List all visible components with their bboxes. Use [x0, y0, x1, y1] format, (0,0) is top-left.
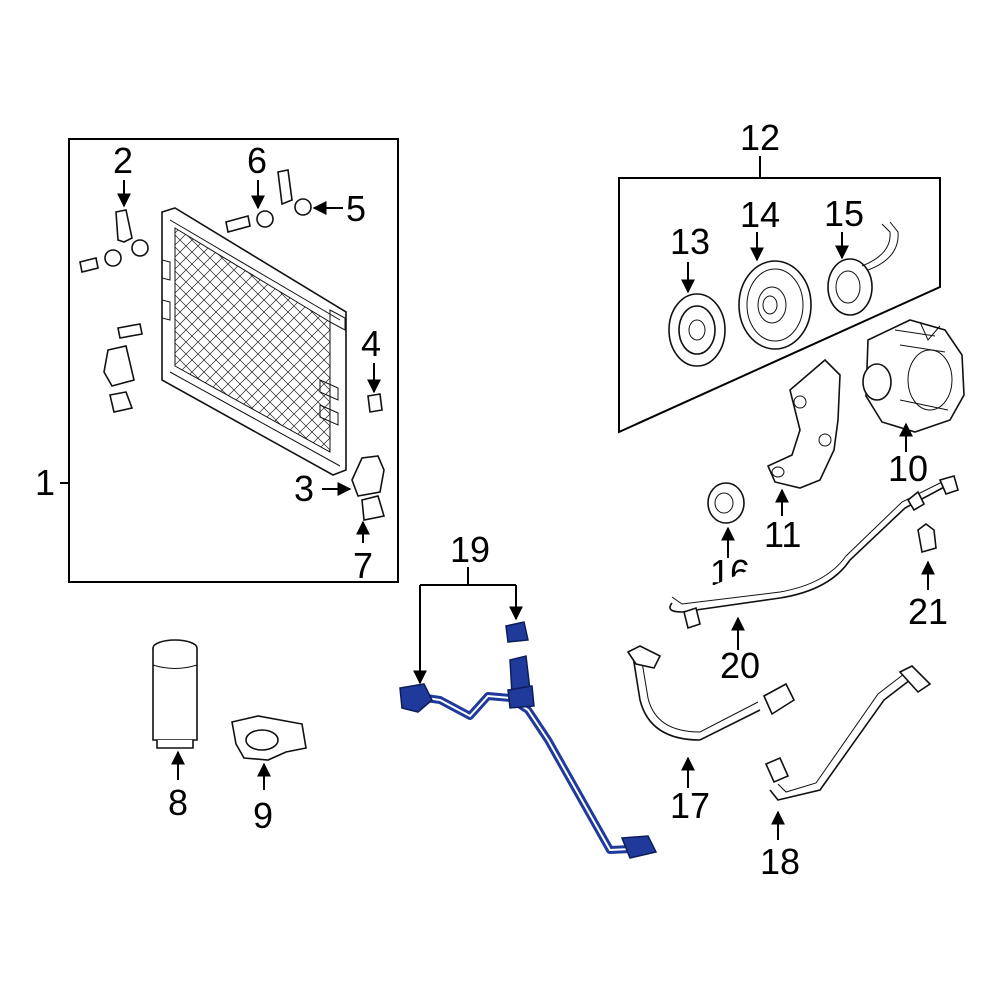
- callout-17: 17: [670, 785, 710, 826]
- callout-6: 6: [247, 140, 267, 181]
- callout-20: 20: [720, 645, 760, 686]
- bracket-part-top[interactable]: [277, 169, 293, 206]
- clutch-group-box: [618, 177, 941, 434]
- liquid-line-part[interactable]: [626, 645, 796, 741]
- callout-3: 3: [294, 468, 314, 509]
- clutch-group: 12 13 14 15: [618, 117, 941, 434]
- clutch-hub-part[interactable]: [668, 293, 726, 367]
- bracket-part-3[interactable]: [351, 455, 385, 497]
- callout-11: 11: [764, 514, 801, 555]
- bracket-part-2[interactable]: [115, 209, 133, 243]
- compressor-part[interactable]: [862, 319, 965, 433]
- drier-bracket-part[interactable]: [231, 715, 307, 761]
- receiver-drier-part[interactable]: [152, 639, 198, 749]
- callout-8: 8: [168, 782, 188, 823]
- callout-15: 15: [824, 193, 864, 234]
- clutch-pulley-part[interactable]: [738, 260, 812, 350]
- condenser-part[interactable]: [161, 207, 347, 476]
- callout-5: 5: [346, 188, 366, 229]
- callout-9: 9: [253, 795, 273, 836]
- liquid-hose-part[interactable]: [764, 665, 932, 801]
- callout-2: 2: [113, 140, 133, 181]
- cushion-part-5[interactable]: [294, 198, 312, 216]
- bolt-and-cushion-6[interactable]: [225, 210, 274, 233]
- callout-10: 10: [888, 448, 928, 489]
- condenser-group: 1 2 3 4 5 6 7: [35, 138, 399, 586]
- idler-pulley-part[interactable]: [707, 482, 745, 524]
- cushion-part-4[interactable]: [367, 393, 383, 413]
- callout-14: 14: [740, 194, 780, 235]
- callout-4: 4: [361, 323, 381, 364]
- bolt-left-lower[interactable]: [117, 323, 143, 339]
- callout-21: 21: [908, 591, 948, 632]
- callout-19: 19: [450, 529, 490, 570]
- callout-18: 18: [760, 841, 800, 882]
- compressor-bracket-part[interactable]: [766, 358, 841, 489]
- bolt-and-cushions-left[interactable]: [79, 239, 149, 273]
- cushion-part-7[interactable]: [361, 495, 386, 521]
- callout-13: 13: [670, 221, 710, 262]
- clutch-coil-part[interactable]: [827, 221, 899, 316]
- condenser-group-box: [68, 138, 399, 583]
- callout-12: 12: [740, 117, 780, 158]
- bracket-left-lower[interactable]: [103, 345, 135, 413]
- callout-7: 7: [353, 545, 373, 586]
- callout-1: 1: [35, 462, 55, 503]
- pressure-switch-part[interactable]: [917, 523, 937, 554]
- suction-hose-part[interactable]: [399, 621, 658, 859]
- discharge-hose-part[interactable]: [669, 475, 959, 630]
